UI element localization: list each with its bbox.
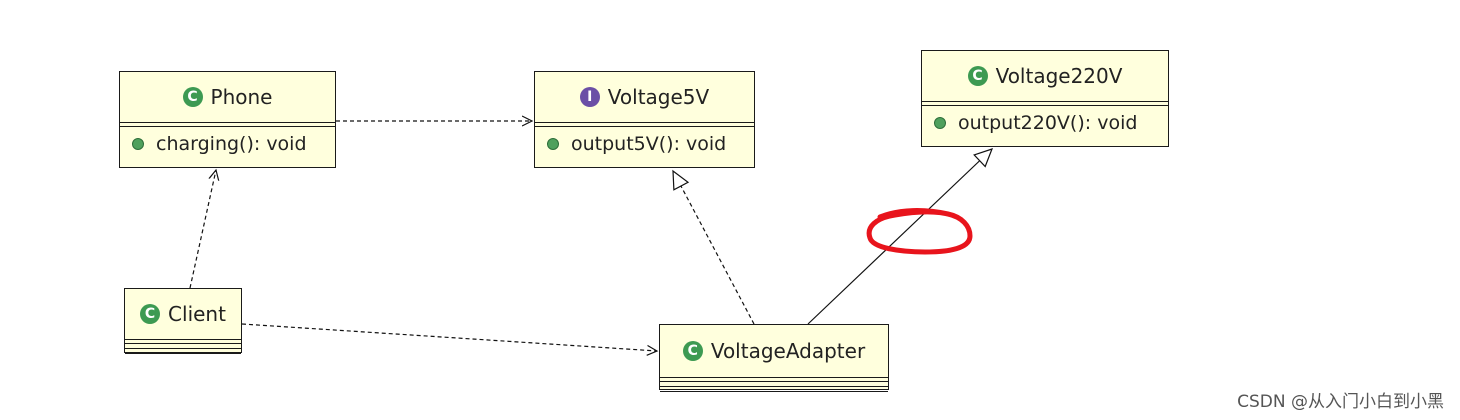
operation-compartment bbox=[125, 348, 241, 354]
class-name: VoltageAdapter bbox=[710, 339, 866, 363]
class-name: Client bbox=[168, 302, 226, 326]
attribute-compartment bbox=[535, 122, 754, 127]
class-name: Voltage220V bbox=[995, 64, 1123, 88]
class-client[interactable]: C Client bbox=[124, 288, 242, 354]
generalization-adapter-voltage220v bbox=[807, 148, 994, 325]
class-header: C Phone bbox=[120, 72, 335, 122]
attribute-compartment bbox=[125, 339, 241, 344]
attribute-compartment bbox=[120, 122, 335, 127]
operation-row: charging(): void bbox=[120, 127, 335, 161]
attribute-compartment bbox=[660, 377, 888, 382]
operation-row: output5V(): void bbox=[535, 127, 754, 161]
class-icon: C bbox=[967, 66, 988, 86]
operation-signature: charging(): void bbox=[156, 133, 307, 155]
operation-signature: output220V(): void bbox=[958, 112, 1138, 134]
dependency-client-phone bbox=[189, 170, 216, 289]
operation-signature: output5V(): void bbox=[571, 133, 727, 155]
class-header: C Client bbox=[125, 289, 241, 339]
interface-voltage5v[interactable]: I Voltage5V output5V(): void bbox=[534, 71, 755, 168]
class-icon: C bbox=[140, 304, 161, 324]
class-header: C VoltageAdapter bbox=[660, 325, 888, 377]
interface-icon: I bbox=[579, 87, 600, 107]
class-name: Phone bbox=[210, 85, 273, 109]
dependency-client-adapter bbox=[241, 323, 657, 351]
public-method-icon bbox=[132, 138, 144, 150]
public-method-icon bbox=[934, 117, 946, 129]
class-voltage-adapter[interactable]: C VoltageAdapter bbox=[659, 324, 889, 392]
attribute-compartment bbox=[922, 101, 1168, 106]
operation-row: output220V(): void bbox=[922, 106, 1168, 140]
class-name: Voltage5V bbox=[607, 85, 710, 109]
class-icon: C bbox=[682, 341, 703, 361]
watermark: CSDN @从入门小白到小黑 bbox=[1237, 392, 1444, 412]
class-header: I Voltage5V bbox=[535, 72, 754, 122]
realization-adapter-voltage5v bbox=[672, 169, 755, 325]
class-icon: C bbox=[182, 87, 203, 107]
class-header: C Voltage220V bbox=[922, 51, 1168, 101]
class-voltage220v[interactable]: C Voltage220V output220V(): void bbox=[921, 50, 1169, 147]
red-highlight-scribble bbox=[866, 208, 973, 255]
operation-compartment bbox=[660, 386, 888, 392]
public-method-icon bbox=[547, 138, 559, 150]
class-phone[interactable]: C Phone charging(): void bbox=[119, 71, 336, 168]
